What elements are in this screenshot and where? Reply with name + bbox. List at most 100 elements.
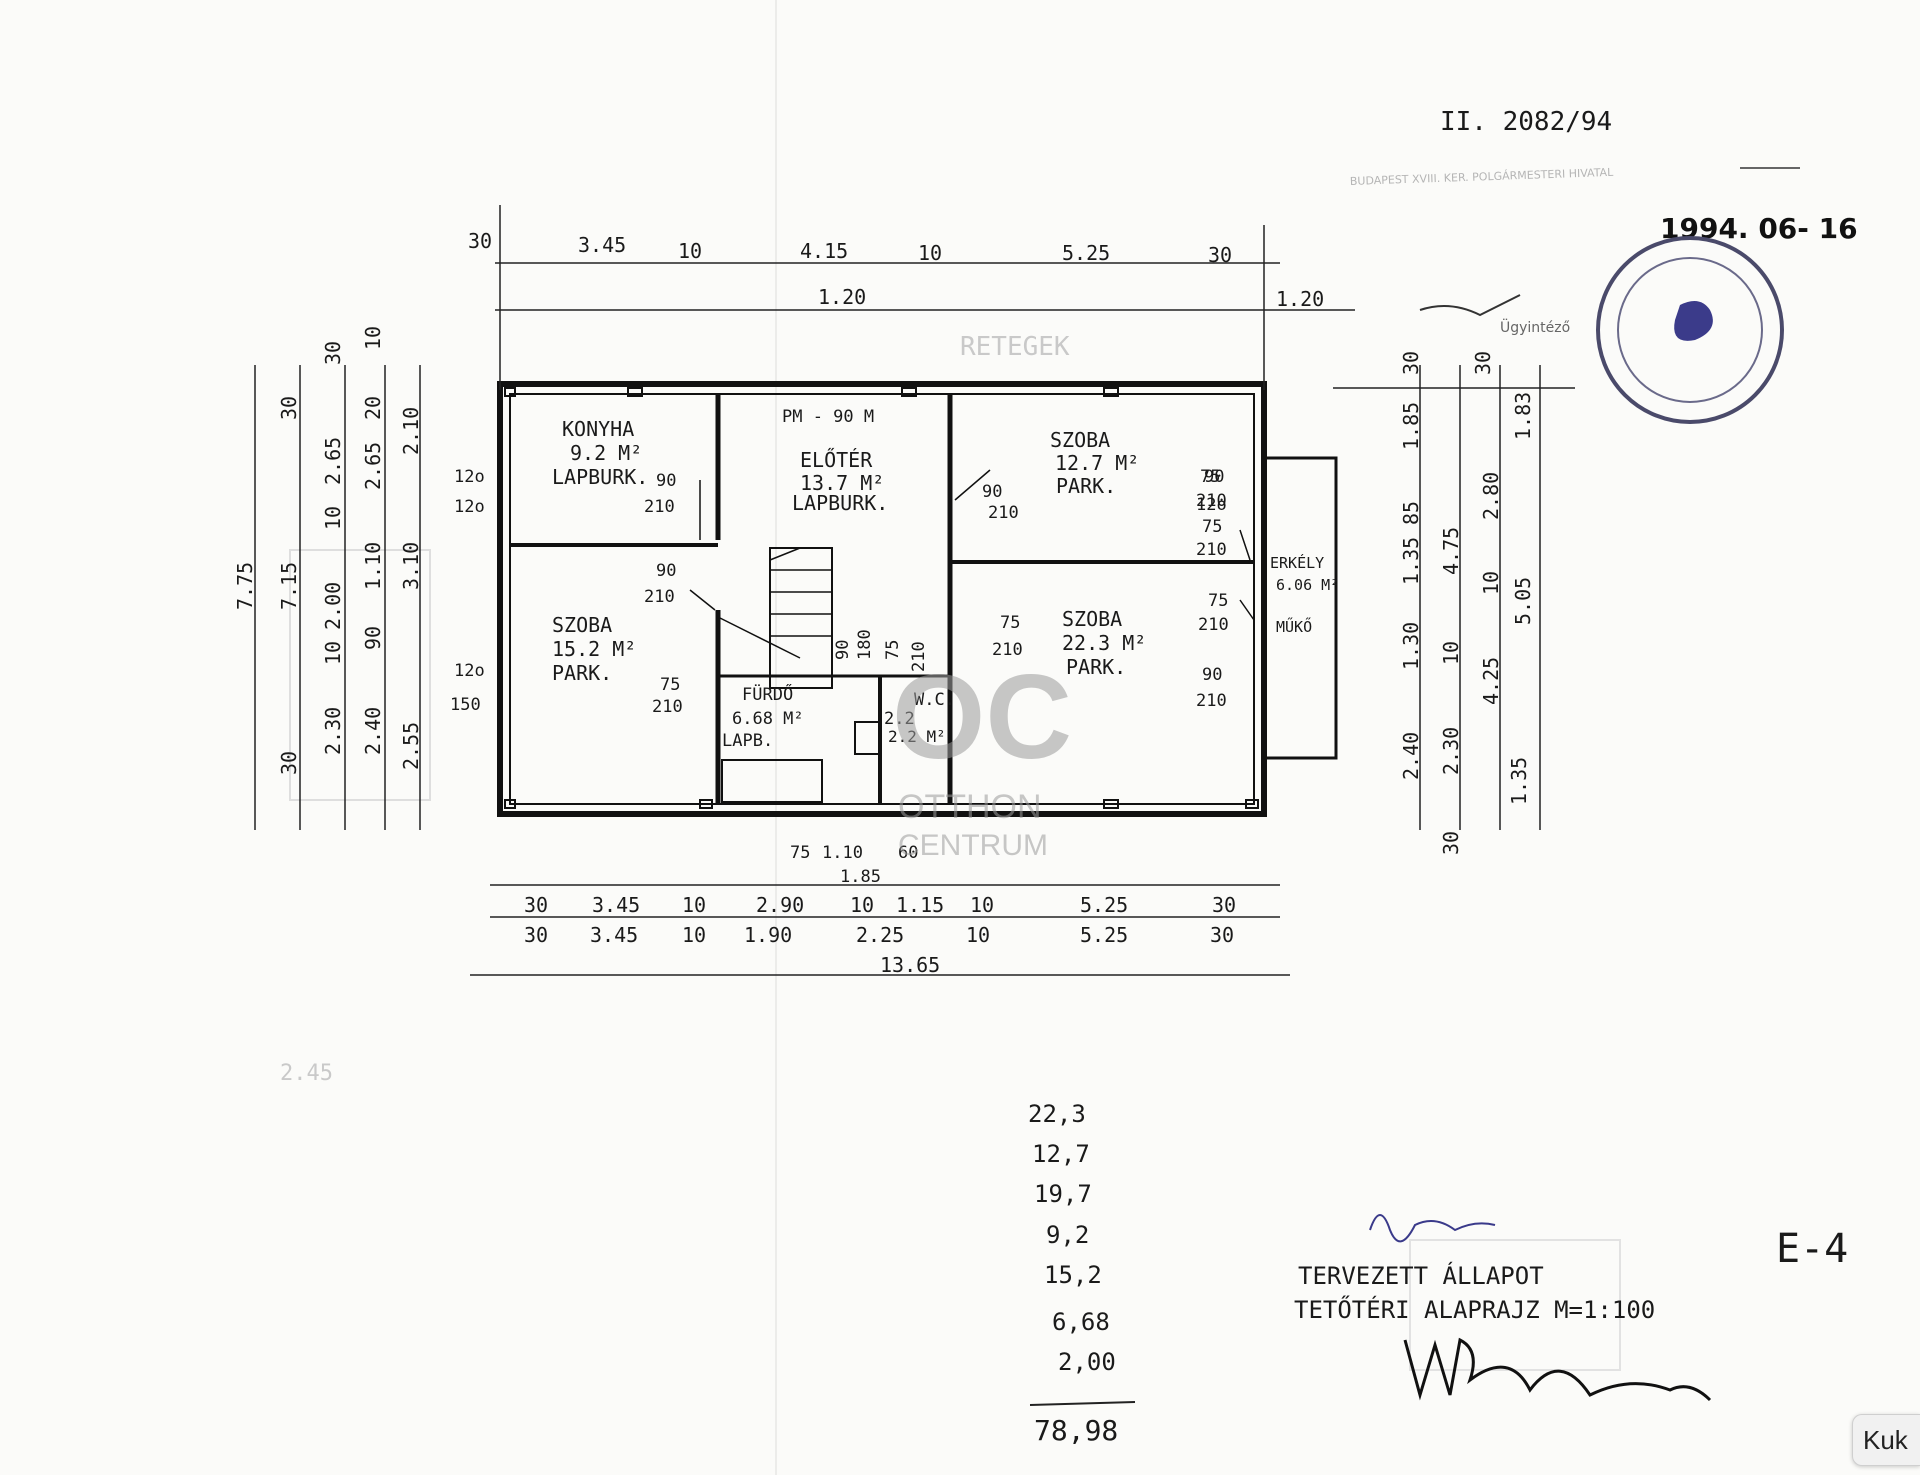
- door-label: 90: [656, 471, 676, 491]
- sheet-code: E-4: [1776, 1226, 1848, 1272]
- title-block: E-4 TERVEZETT ÁLLAPOT TETŐTÉRI ALAPRAJZ …: [1294, 1214, 1848, 1402]
- dim-text: 10: [678, 239, 702, 263]
- dim-text: 1.20: [818, 285, 866, 309]
- dim-text: 30: [468, 229, 492, 253]
- area-value: 22,3: [1028, 1100, 1086, 1128]
- top-dimensions: 30 3.45 10 4.15 10 5.25 30 1.20 1.20: [468, 229, 1324, 311]
- bottom-dimensions: 30 3.45 10 2.90 10 1.15 10 5.25 30 30 3.…: [524, 843, 1236, 977]
- room-area: 15.2 M²: [552, 637, 636, 661]
- door-label: 12o: [454, 497, 485, 517]
- dim-total: 13.65: [880, 953, 940, 977]
- door-label: 90: [656, 561, 676, 581]
- room-name: FÜRDŐ: [742, 683, 793, 705]
- dim-text: 1.15: [896, 893, 944, 917]
- door-label: 180: [855, 629, 875, 660]
- dim-text: 1.35: [1507, 757, 1531, 805]
- paper-fold: [775, 0, 777, 1475]
- walls: [497, 381, 1338, 817]
- dim-text: 5.25: [1062, 241, 1110, 265]
- stamp-ugyintezo: Ügyintéző: [1500, 318, 1570, 336]
- dim-text: 2.80: [1479, 472, 1503, 520]
- room-floor: LAPBURK.: [552, 465, 648, 489]
- door-label: 12o: [454, 661, 485, 681]
- room-floor: LAPBURK.: [792, 491, 888, 515]
- door-label: 12o: [454, 467, 485, 487]
- dim-text: 3.45: [590, 923, 638, 947]
- door-label: 210: [644, 497, 675, 517]
- dim-text: 5.25: [1080, 923, 1128, 947]
- dim-text: 1.10: [822, 843, 863, 863]
- dim-text: 1.30: [1399, 622, 1423, 670]
- dim-text: 30: [277, 396, 301, 420]
- door-label: 12o: [1196, 495, 1227, 515]
- area-value: 6,68: [1052, 1308, 1110, 1336]
- cookie-settings-tab[interactable]: Kuk: [1852, 1414, 1920, 1466]
- area-value: 12,7: [1032, 1140, 1090, 1168]
- dim-text: 30: [1471, 351, 1495, 375]
- dim-text: 2.30: [321, 707, 345, 755]
- door-label: 90: [1202, 665, 1222, 685]
- dim-text: 2.90: [756, 893, 804, 917]
- dim-text: 2.40: [361, 707, 385, 755]
- door-label: 90: [1204, 467, 1224, 487]
- dim-text: 2.65: [321, 437, 345, 485]
- door-label: 150: [450, 695, 481, 715]
- svg-text:RETEGEK: RETEGEK: [960, 332, 1070, 362]
- door-label: 2.2: [884, 709, 915, 729]
- dim-text: 75: [790, 843, 810, 863]
- stamp-date: 1994. 06- 16: [1660, 212, 1858, 245]
- area-value: 2,00: [1058, 1348, 1116, 1376]
- dim-text: 3.10: [399, 542, 423, 590]
- dim-text: 30: [277, 751, 301, 775]
- dim-text: 30: [524, 923, 548, 947]
- room-area: 12.7 M²: [1055, 451, 1139, 475]
- room-name: SZOBA: [1050, 428, 1110, 452]
- room-name: ELŐTÉR: [800, 448, 873, 472]
- area-value: 19,7: [1034, 1180, 1092, 1208]
- dim-text: 2.25: [856, 923, 904, 947]
- door-label: 75: [660, 675, 680, 695]
- dim-text: 10: [1479, 571, 1503, 595]
- dim-text: 1.20: [1276, 287, 1324, 311]
- room-floor: PARK.: [552, 661, 612, 685]
- dim-text: 5.25: [1080, 893, 1128, 917]
- drawing-title: TERVEZETT ÁLLAPOT: [1298, 1261, 1544, 1290]
- dim-text: 10: [918, 241, 942, 265]
- room-floor: MŰKŐ: [1276, 616, 1312, 636]
- room-area: 2.2 M²: [888, 727, 946, 746]
- dim-text: 10: [966, 923, 990, 947]
- dim-text: 2.55: [399, 722, 423, 770]
- door-label: 210: [988, 503, 1019, 523]
- dim-text: 3.45: [578, 233, 626, 257]
- watermark-logo: OC: [892, 650, 1072, 784]
- watermark-line1: OTTHON: [898, 788, 1042, 826]
- door-label: 75: [883, 640, 903, 660]
- bleed-through: RETEGEK 2.45: [280, 332, 1621, 1371]
- dim-text: 1.35: [1399, 537, 1423, 585]
- door-label: 210: [1196, 540, 1227, 560]
- room-area: 6.06 M²: [1276, 576, 1339, 594]
- dim-text: 4.15: [800, 239, 848, 263]
- room-area: 13.7 M²: [800, 471, 884, 495]
- signature-main: [1403, 1337, 1712, 1402]
- dim-text: 30: [1399, 351, 1423, 375]
- area-value: 15,2: [1044, 1261, 1102, 1289]
- signature-top: [1369, 1214, 1496, 1243]
- dim-text: 7.75: [233, 562, 257, 610]
- room-floor: PARK.: [1056, 474, 1116, 498]
- dim-text: 1.10: [361, 542, 385, 590]
- dim-text: 10: [682, 923, 706, 947]
- door-label: 90: [833, 640, 853, 660]
- door-label: 75: [1208, 591, 1228, 611]
- area-list: 22,3 12,7 19,7 9,2 15,2 6,68 2,00 78,98: [1028, 1100, 1136, 1447]
- dim-text: 30: [1439, 831, 1463, 855]
- drawing-subtitle: TETŐTÉRI ALAPRAJZ M=1:100: [1294, 1294, 1655, 1324]
- stamp-ring-text: BUDAPEST XVIII. KER. POLGÁRMESTERI HIVAT…: [1350, 166, 1615, 188]
- dim-text: 10: [321, 641, 345, 665]
- door-label: 75: [1202, 517, 1222, 537]
- room-name: KONYHA: [562, 417, 634, 441]
- dim-text: 2.00: [321, 582, 345, 630]
- dim-text: 2.10: [399, 407, 423, 455]
